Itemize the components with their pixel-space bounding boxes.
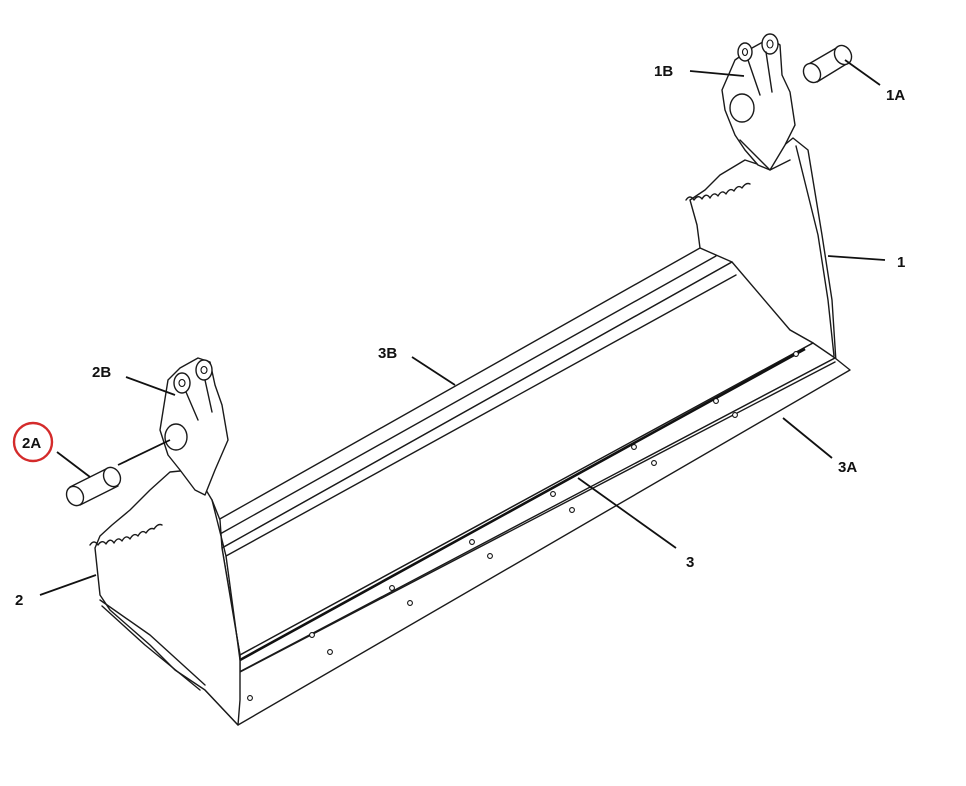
- part-labels: 1B 1A 1 2B 2A 2 3B 3 3A: [15, 63, 905, 609]
- label-2A-highlight-circle: [12, 421, 54, 463]
- bucket-body: [89, 137, 851, 726]
- label-2B: 2B: [92, 364, 111, 381]
- right-hinge-bracket: [721, 33, 796, 171]
- label-3A: 3A: [838, 459, 857, 476]
- label-2A: 2A: [22, 435, 41, 452]
- left-pin-2A: [65, 466, 122, 507]
- label-1A: 1A: [886, 87, 905, 104]
- leader-lines: [39, 59, 886, 596]
- label-1: 1: [897, 254, 905, 271]
- label-2: 2: [15, 592, 23, 609]
- right-pin-1A: [802, 44, 853, 84]
- label-3B: 3B: [378, 345, 397, 362]
- cutting-edge-bolt-holes: [247, 351, 799, 701]
- left-hinge-bracket: [159, 357, 229, 496]
- label-1B: 1B: [654, 63, 673, 80]
- label-3: 3: [686, 554, 694, 571]
